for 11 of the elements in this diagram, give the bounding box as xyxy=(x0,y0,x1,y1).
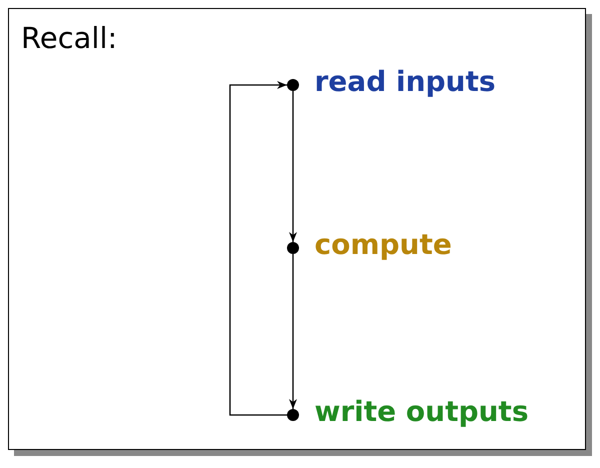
arrow xyxy=(289,254,297,409)
bullet-dot xyxy=(286,242,298,254)
step-label: compute xyxy=(314,228,452,260)
bullet-dot xyxy=(286,78,298,90)
frame-panel xyxy=(8,8,586,450)
arrow xyxy=(289,91,297,242)
bullet-dot xyxy=(286,408,298,420)
arrow xyxy=(229,81,287,416)
step-label: read inputs xyxy=(314,64,496,98)
heading: Recall: xyxy=(21,21,118,55)
step-label: write outputs xyxy=(314,394,528,428)
